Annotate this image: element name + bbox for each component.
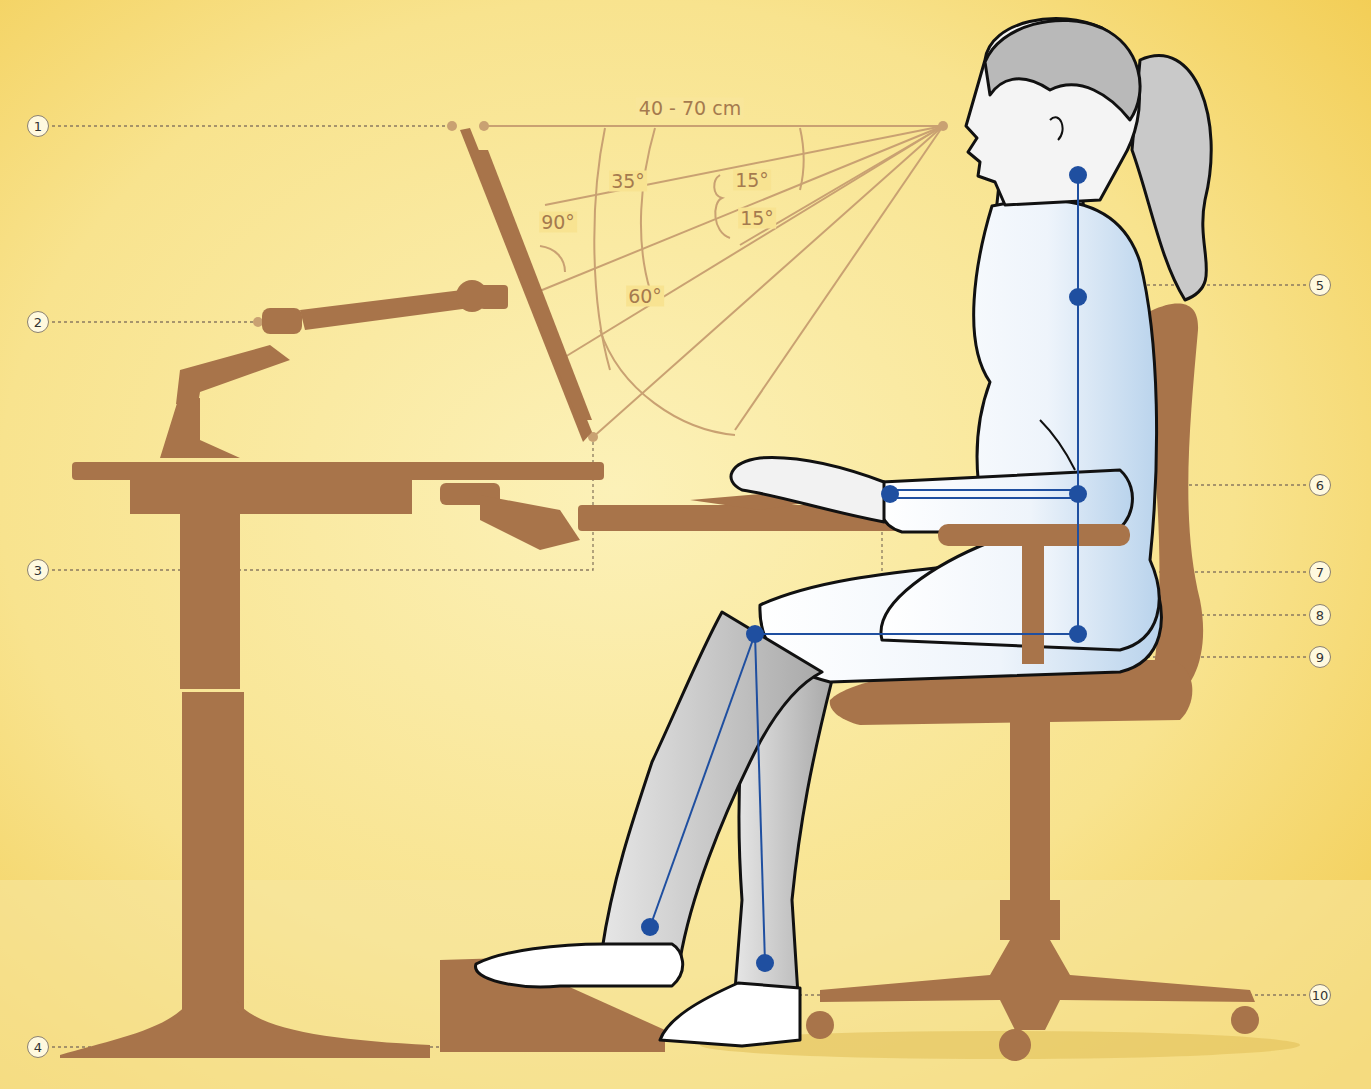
posture-skeleton-part: [746, 625, 764, 643]
callout-number: 3: [27, 559, 49, 581]
posture-skeleton-part: [1069, 625, 1087, 643]
leader-lines-part: [52, 440, 593, 570]
monitor-arm: [160, 280, 508, 458]
sight-lines-part: [530, 126, 943, 295]
leader-lines-part: [52, 321, 256, 322]
chair-arm-part: [938, 524, 1130, 546]
chair-arm-part: [1022, 544, 1044, 664]
chair-back-part: [1010, 720, 1050, 900]
leader-lines: [52, 126, 1306, 1047]
chair-back-part: [1231, 1006, 1259, 1034]
sight-lines-part: [600, 330, 735, 435]
woman-part: [731, 458, 884, 522]
angle-label: 35°: [609, 171, 647, 192]
monitor-arm-part: [480, 285, 508, 309]
sight-lines-part: [641, 128, 655, 290]
desk-part: [60, 1000, 430, 1058]
angle-label: 90°: [539, 212, 577, 233]
angle-label: 60°: [626, 286, 664, 307]
desk-part: [130, 480, 412, 514]
sight-lines-part: [714, 175, 730, 238]
monitor-arm-part: [300, 290, 470, 330]
woman-part: [1132, 56, 1211, 300]
posture-skeleton-part: [881, 485, 899, 503]
chair-arm: [938, 524, 1130, 664]
desk: [60, 462, 898, 1058]
posture-skeleton-part: [755, 634, 765, 963]
chair-back-part: [999, 1029, 1031, 1061]
woman: [476, 18, 1212, 1046]
angle-label: 15°: [733, 170, 771, 191]
woman-part: [660, 983, 800, 1046]
leader-dots-part: [938, 121, 948, 131]
distance-label: 40 - 70 cm: [636, 98, 744, 119]
desk-part: [182, 692, 244, 1032]
leader-lines-part: [52, 125, 450, 126]
posture-skeleton-part: [1069, 288, 1087, 306]
sight-lines-part: [540, 246, 565, 272]
monitor-arm-part: [176, 345, 290, 404]
sight-lines-part: [484, 125, 943, 127]
desk-part: [72, 462, 604, 480]
woman-part: [602, 612, 822, 960]
callout-number: 9: [1309, 646, 1331, 668]
sight-lines-part: [560, 126, 943, 360]
posture-skeleton: [641, 166, 1087, 972]
sight-lines-part: [545, 126, 943, 205]
desk-part: [180, 514, 240, 689]
woman-part: [476, 944, 683, 987]
callout-number: 8: [1309, 604, 1331, 626]
sight-lines-part: [592, 126, 943, 438]
leader-dots-part: [447, 121, 457, 131]
posture-skeleton-part: [650, 634, 755, 927]
woman-part: [985, 20, 1140, 120]
leader-dots-part: [479, 121, 489, 131]
leader-lines-part: [1120, 284, 1306, 285]
posture-skeleton-part: [890, 489, 1078, 491]
posture-skeleton-part: [1069, 485, 1087, 503]
monitor: [460, 128, 592, 442]
callout-number: 5: [1309, 274, 1331, 296]
woman-part: [966, 18, 1139, 205]
sight-lines: [484, 126, 943, 438]
woman-part: [878, 470, 1133, 532]
desk-part: [480, 495, 580, 550]
chair-back-part: [820, 940, 1255, 1030]
posture-skeleton-part: [890, 497, 1078, 499]
leader-dots-part: [253, 317, 263, 327]
callout-number: 6: [1309, 474, 1331, 496]
monitor-part: [460, 128, 592, 442]
posture-skeleton-part: [1069, 166, 1087, 184]
callout-number: 1: [27, 115, 49, 137]
posture-skeleton-part: [1077, 175, 1079, 634]
chair-back-part: [806, 1011, 834, 1039]
callout-number: 4: [27, 1036, 49, 1058]
angle-label: 15°: [738, 208, 776, 229]
callout-number: 2: [27, 311, 49, 333]
sight-lines-part: [800, 128, 804, 190]
posture-skeleton-part: [641, 918, 659, 936]
monitor-arm-part: [160, 398, 240, 458]
monitor-arm-part: [262, 308, 302, 334]
woman-part: [881, 200, 1159, 650]
monitor-part: [470, 150, 592, 420]
posture-skeleton-part: [756, 954, 774, 972]
posture-skeleton-part: [755, 633, 1078, 635]
callout-number: 10: [1309, 984, 1331, 1006]
chair-back-part: [1000, 900, 1060, 940]
callout-number: 7: [1309, 561, 1331, 583]
